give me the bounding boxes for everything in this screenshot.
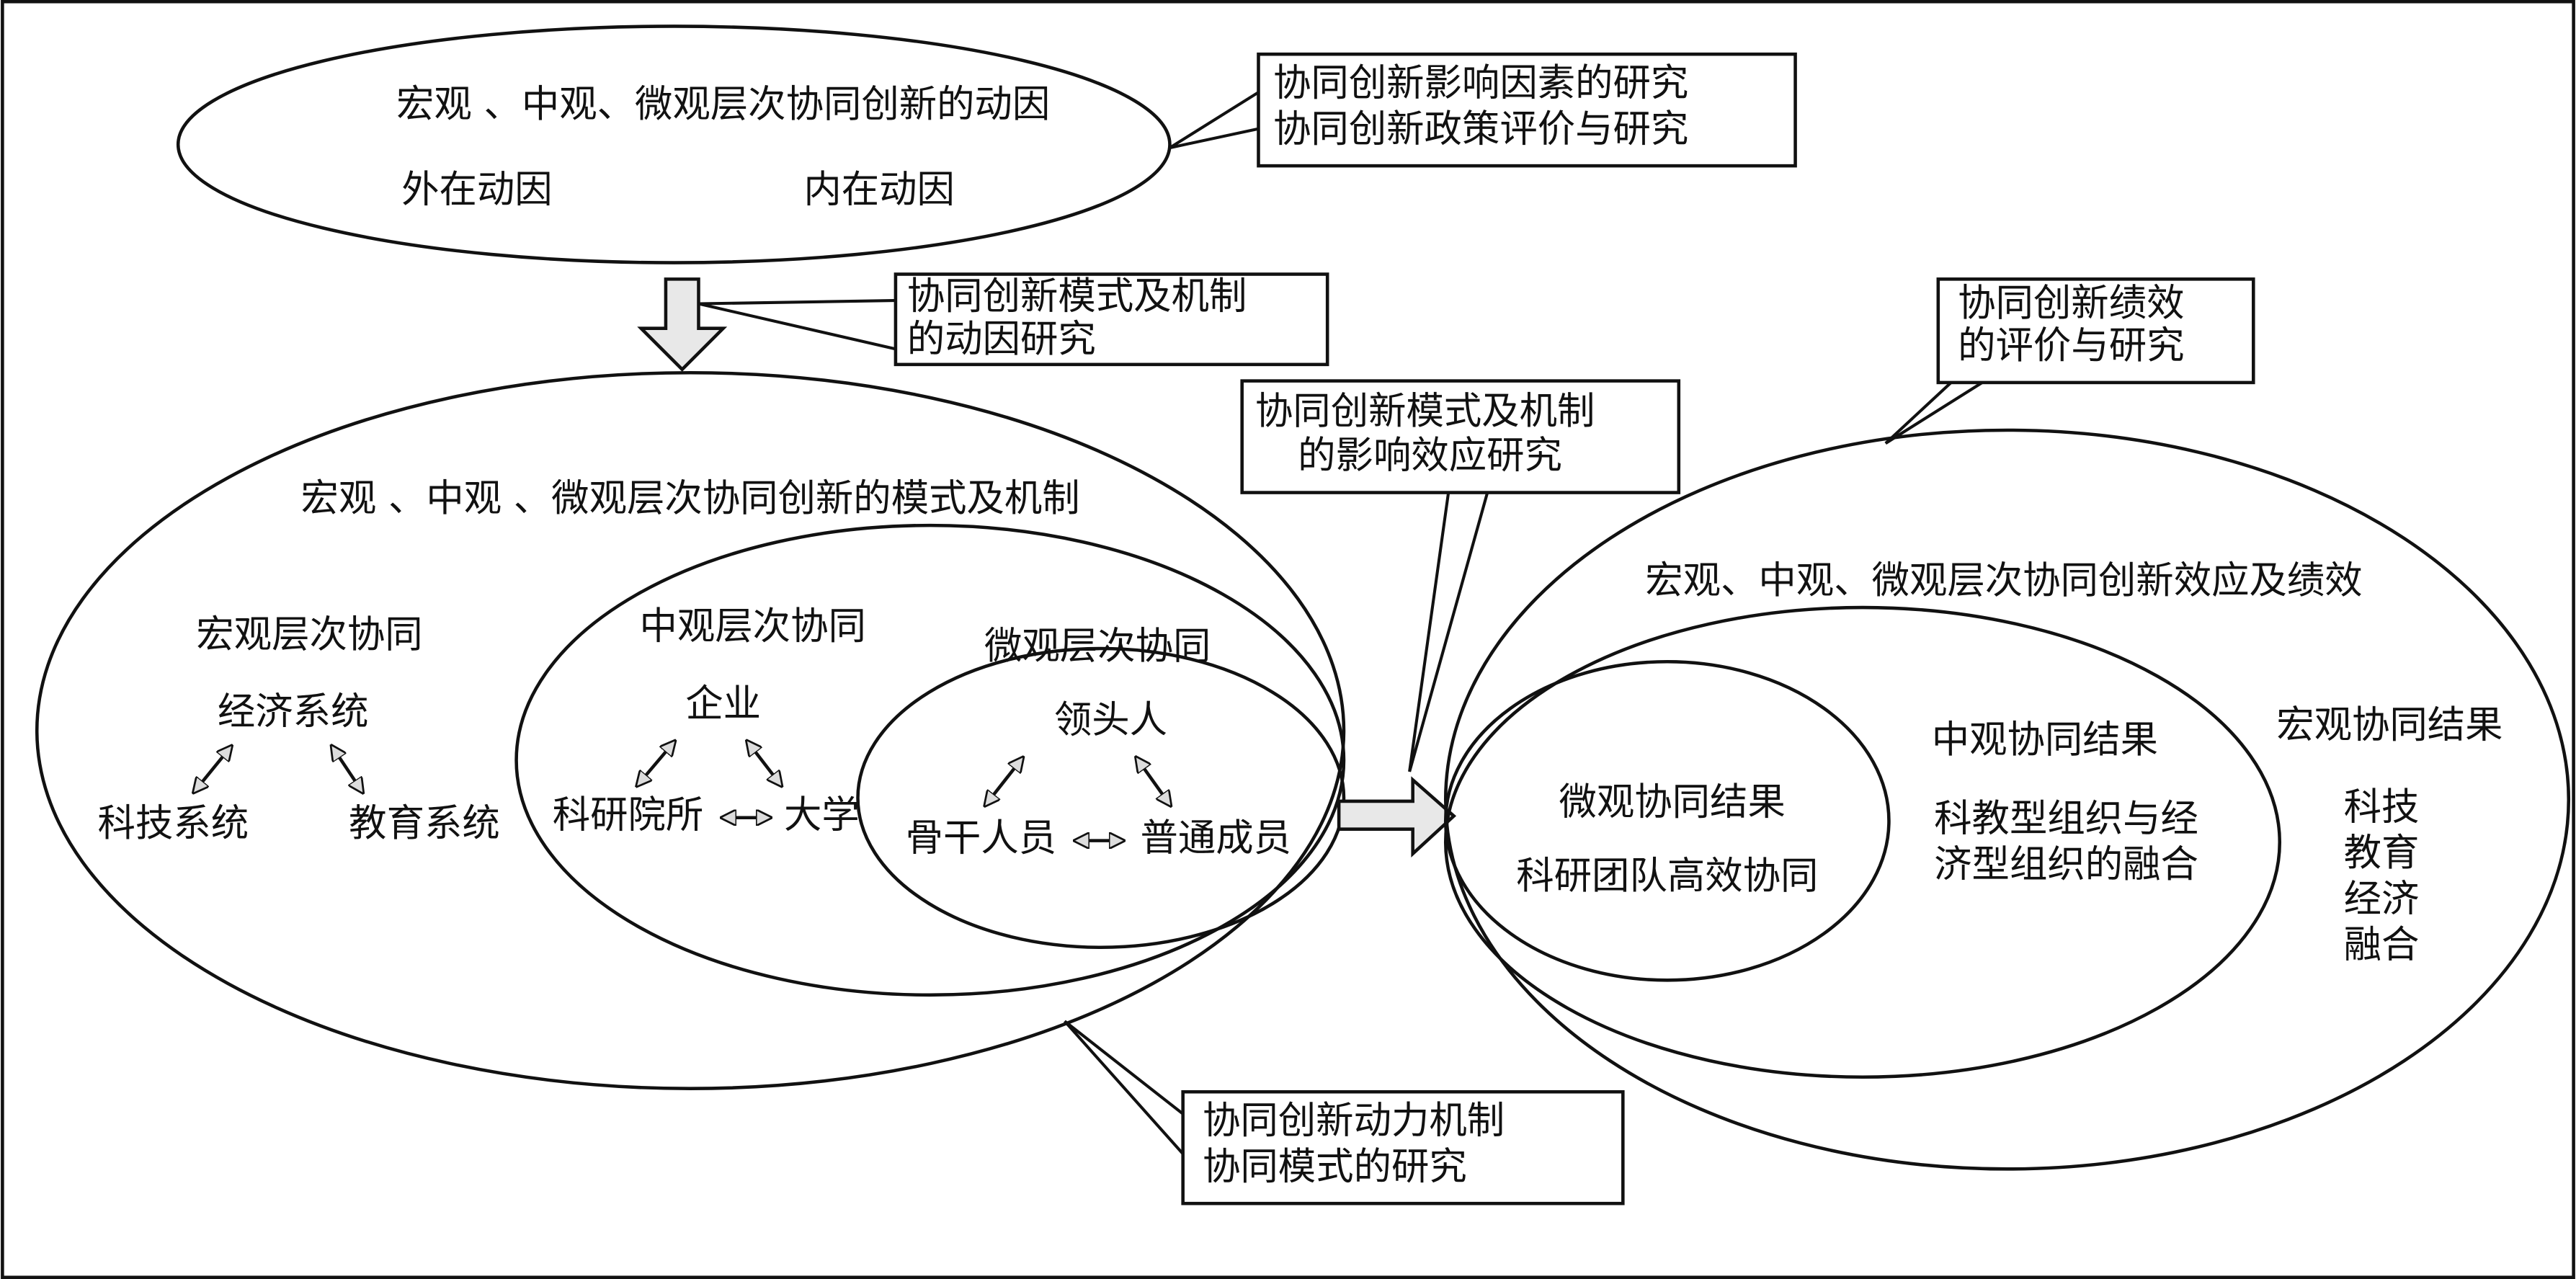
micro-title: 微观层次协同 [984,624,1211,668]
university: 大学 [784,793,860,837]
double-arrow-icon [748,742,781,785]
callout-line: 的影响效应研究 [1298,434,1562,478]
double-arrow-icon [1137,759,1170,805]
callout-line: 协同模式的研究 [1203,1144,1467,1188]
callout-mode-cause: 协同创新模式及机制 的动因研究 [698,272,1329,367]
motivation-ellipse: 宏观 、中观、微观层次协同创新的动因 外在动因 内在动因 [176,24,1172,264]
macro-title: 宏观层次协同 [196,612,422,656]
callout-factors: 协同创新影响因素的研究 协同创新政策评价与研究 [1169,52,1797,168]
internal-motivation: 内在动因 [803,168,955,212]
callout-line: 的评价与研究 [1958,324,2184,367]
macro-result-line: 教育 [2344,831,2420,875]
double-arrow-icon [638,742,674,785]
meso-result-line: 科教型组织与经 [1934,796,2198,840]
macro-result-line: 经济 [2344,877,2420,921]
leader: 领头人 [1054,698,1167,742]
micro-result-text: 科研团队高效协同 [1516,854,1818,898]
down-arrow-icon [637,277,728,372]
macro-result-title: 宏观协同结果 [2276,703,2503,747]
economic-system: 经济系统 [218,690,369,734]
effect-title: 宏观、中观、微观层次协同创新效应及绩效 [1645,558,2362,602]
callout-line: 协同创新绩效 [1958,281,2184,325]
macro-result-line: 科技 [2344,785,2420,829]
meso-title: 中观层次协同 [640,605,866,649]
callout-line: 协同创新政策评价与研究 [1273,107,1688,151]
tech-system: 科技系统 [98,801,249,845]
callout-line: 协同创新模式及机制 [907,275,1247,318]
education-system: 教育系统 [349,801,500,845]
callout-dynamics: 协同创新动力机制 协同模式的研究 [1064,1020,1625,1206]
micro-result-title: 微观协同结果 [1559,780,1786,824]
meso-result-title: 中观协同结果 [1932,718,2158,762]
callout-line: 的动因研究 [907,317,1096,361]
external-motivation: 外在动因 [401,168,553,212]
callout-line: 协同创新动力机制 [1203,1099,1505,1143]
callout-line: 协同创新模式及机制 [1255,389,1595,433]
macro-result-line: 融合 [2344,923,2420,967]
research-institute: 科研院所 [553,793,704,837]
double-arrow-icon [195,747,231,792]
right-arrow-icon [1337,776,1457,858]
mode-mechanism-ellipse: 宏观 、中观 、微观层次协同创新的模式及机制 宏观层次协同 经济系统 科技系统 … [35,370,1346,1090]
double-arrow-icon [986,759,1022,805]
effect-performance-ellipse: 宏观、中观、微观层次协同创新效应及绩效 微观协同结果 科研团队高效协同 中观协同… [1443,428,2571,1171]
callout-performance: 协同创新绩效 的评价与研究 [1884,277,2255,445]
callout-mode-effect: 协同创新模式及机制 的影响效应研究 [1240,379,1681,772]
core-staff: 骨干人员 [906,816,1057,860]
motivation-title: 宏观 、中观、微观层次协同创新的动因 [396,82,1050,126]
mode-title: 宏观 、中观 、微观层次协同创新的模式及机制 [301,476,1080,520]
meso-result-line: 济型组织的融合 [1934,842,2198,886]
callout-line: 协同创新影响因素的研究 [1273,61,1688,104]
enterprise: 企业 [685,682,761,726]
double-arrow-icon [332,747,362,792]
ordinary-member: 普通成员 [1140,816,1291,860]
